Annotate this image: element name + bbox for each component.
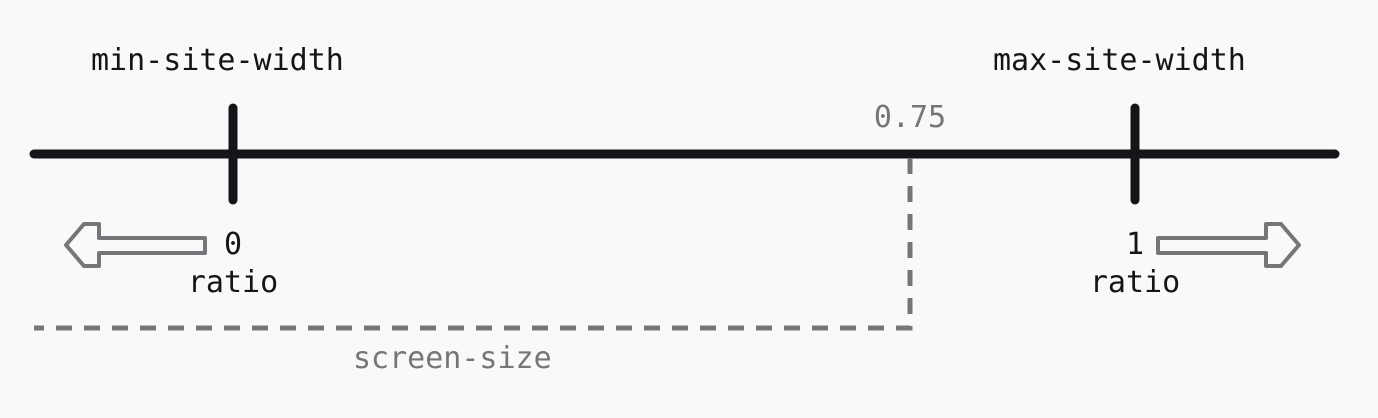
max-ratio-unit: ratio (1089, 265, 1181, 300)
marker-value-label: 0.75 (873, 100, 947, 135)
screen-size-label: screen-size (353, 341, 552, 376)
min-ratio-value: 0 (223, 227, 243, 262)
min-ratio-unit: ratio (187, 265, 279, 300)
screen-size-dashed-line (34, 158, 913, 331)
right-arrow-outline-icon (1156, 222, 1301, 268)
min-site-width-label: min-site-width (91, 43, 344, 78)
max-site-width-label: max-site-width (993, 43, 1246, 78)
max-ratio-value: 1 (1125, 227, 1145, 262)
left-arrow-outline-icon (64, 222, 207, 268)
